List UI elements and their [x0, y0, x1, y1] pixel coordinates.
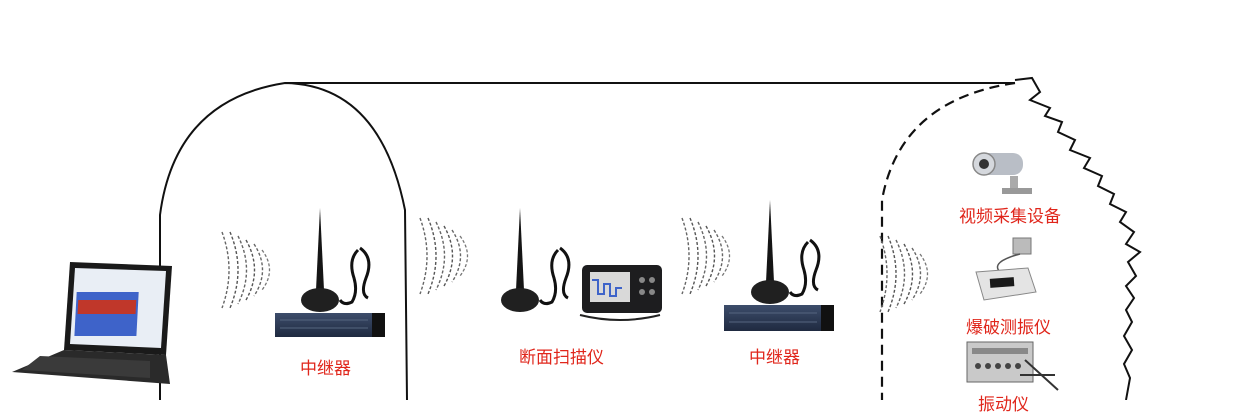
relay-box-icon — [724, 305, 834, 331]
camera-icon — [972, 152, 1032, 194]
profile-scanner-label: 断面扫描仪 — [519, 348, 604, 368]
wireless-signal-icon — [879, 235, 929, 313]
tunnel-arch — [159, 81, 408, 401]
wireless-signal-icon — [221, 231, 271, 309]
vibration-instrument-icon — [966, 341, 1059, 391]
blast-vibration-meter-label: 爆破测振仪 — [966, 318, 1051, 338]
laptop-icon — [12, 262, 172, 384]
relay-left — [275, 206, 385, 337]
video-capture-label: 视频采集设备 — [959, 207, 1061, 227]
tunnel-monitoring-diagram: 中继器 断面扫描仪 中继器 视频采集设备 爆破测振仪 振动仪 — [12, 76, 1142, 415]
profile-scanner-icon — [579, 265, 662, 321]
relay-right-label: 中继器 — [749, 348, 800, 368]
profile-scanner — [499, 206, 662, 321]
vibration-meter-icon — [975, 237, 1037, 301]
relay-right — [724, 198, 834, 331]
vibration-instrument-label: 振动仪 — [978, 395, 1029, 415]
relay-box-icon — [275, 313, 385, 337]
rock-face-jagged — [1014, 76, 1142, 401]
antenna-icon — [749, 198, 821, 306]
wireless-signal-icon — [681, 217, 731, 295]
relay-left-label: 中继器 — [300, 359, 351, 379]
excavation-face-dashed — [880, 81, 1016, 400]
antenna-icon — [299, 206, 371, 314]
wireless-signal-icon — [419, 217, 469, 295]
tunnel-outline — [159, 76, 1142, 401]
antenna-icon — [499, 206, 571, 314]
